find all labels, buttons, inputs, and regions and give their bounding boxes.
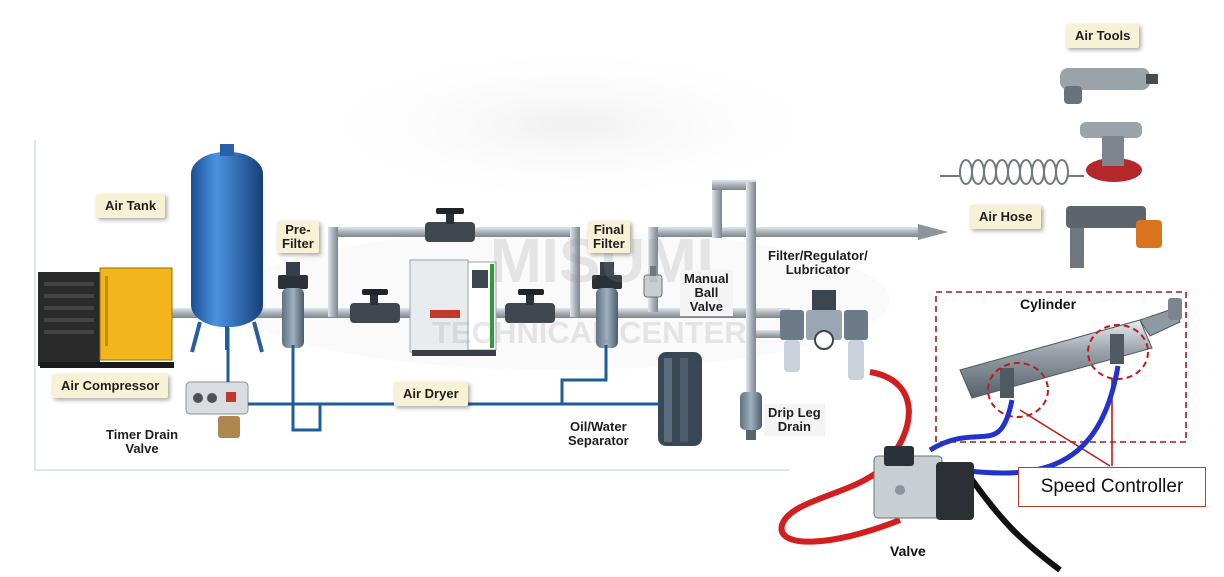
label-air-dryer: Air Dryer — [394, 382, 468, 406]
system-frame-line — [34, 140, 790, 471]
ball-valve-icon — [505, 289, 555, 323]
frl-unit-icon — [780, 290, 868, 380]
flow-arrow — [918, 224, 948, 240]
oil-water-separator-icon — [658, 352, 702, 446]
blue-air-hose — [959, 365, 1121, 476]
final-filter-icon — [592, 262, 622, 348]
black-cable — [962, 468, 1062, 573]
pre-filter-icon — [278, 262, 308, 348]
label-timer-drain-valve: Timer Drain Valve — [106, 427, 179, 456]
air-sander-icon — [1080, 122, 1142, 182]
speed-controller-highlight — [987, 362, 1049, 418]
watermark-text: TECHNICAL CENTER — [432, 315, 747, 350]
cylinder-dashed-box — [935, 291, 1187, 443]
manual-ball-valve-icon — [643, 266, 663, 298]
label-drip-leg-drain: Drip Leg Drain — [764, 404, 825, 436]
ball-valve-icon — [350, 289, 400, 323]
label-manual-ball-valve: Manual Ball Valve — [680, 270, 733, 316]
red-air-hose — [778, 369, 912, 545]
solenoid-valve-icon — [873, 446, 974, 520]
label-air-compressor: Air Compressor — [52, 374, 169, 398]
label-cylinder: Cylinder — [1020, 296, 1077, 312]
background-blur — [300, 45, 840, 205]
air-hose-coil-icon — [940, 159, 1084, 185]
drip-leg-drain-icon — [740, 392, 762, 440]
ball-valve-icon — [425, 208, 475, 242]
air-nailer-icon — [1066, 206, 1162, 268]
label-speed-controller: Speed Controller — [1018, 467, 1206, 507]
label-air-hose: Air Hose — [970, 205, 1042, 229]
label-valve: Valve — [890, 543, 926, 559]
speed-controller-highlight — [1087, 324, 1149, 380]
timer-drain-valve-icon — [185, 381, 249, 438]
air-tank-icon — [190, 144, 264, 353]
drain-lines — [226, 328, 660, 432]
label-frl: Filter/Regulator/ Lubricator — [768, 248, 868, 277]
air-dryer-icon — [409, 259, 497, 356]
blue-air-hose — [928, 399, 1015, 453]
label-final-filter: Final Filter — [588, 221, 630, 253]
label-oil-water-separator: Oil/Water Separator — [568, 419, 629, 448]
label-pre-filter: Pre- Filter — [277, 221, 319, 253]
air-compressor-icon — [38, 267, 174, 368]
pneumatic-cylinder-icon — [959, 298, 1182, 399]
background-blur — [230, 230, 890, 370]
label-air-tank: Air Tank — [96, 194, 166, 218]
label-air-tools: Air Tools — [1066, 24, 1140, 48]
air-drill-icon — [1060, 68, 1158, 104]
